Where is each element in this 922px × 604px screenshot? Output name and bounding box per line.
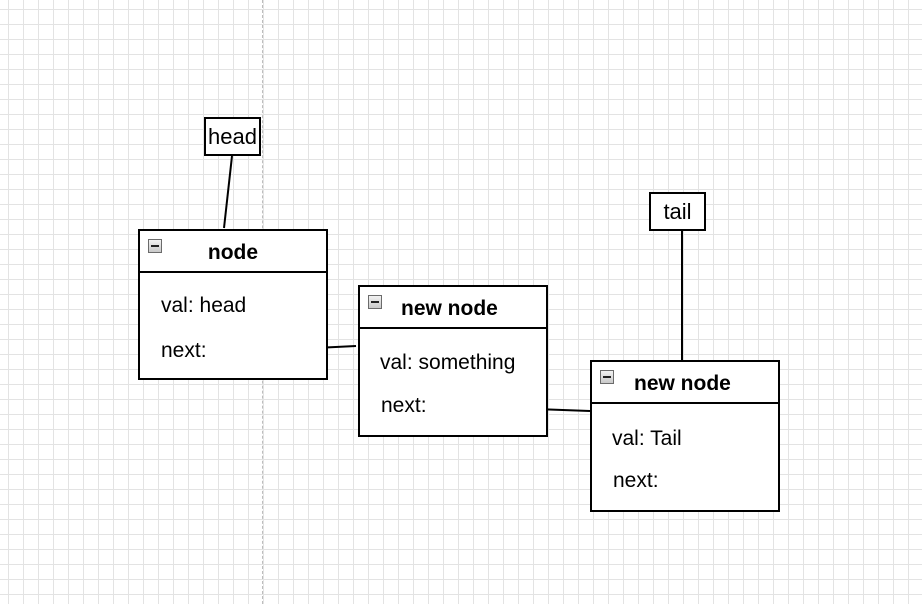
- head-label-text: head: [208, 123, 257, 149]
- node-header[interactable]: node: [140, 231, 326, 273]
- node-box-middle[interactable]: new node val: something next:: [358, 285, 548, 437]
- node-next-field: next:: [161, 339, 207, 362]
- node-val-field: val: Tail: [612, 427, 682, 450]
- node-title: new node: [634, 372, 731, 395]
- node-val-field: val: head: [161, 294, 247, 317]
- head-label-box[interactable]: head: [204, 117, 261, 156]
- collapse-minus-icon[interactable]: [600, 370, 614, 384]
- head-pointer-line[interactable]: [223, 155, 233, 229]
- node-val-field: val: something: [380, 351, 516, 374]
- node-header[interactable]: new node: [592, 362, 778, 404]
- node-title: node: [207, 241, 259, 264]
- node-header[interactable]: new node: [360, 287, 546, 329]
- node-next-field: next:: [381, 394, 427, 417]
- collapse-minus-icon[interactable]: [148, 239, 162, 253]
- tail-label-text: tail: [663, 198, 692, 224]
- node-box-head[interactable]: node val: head next:: [138, 229, 328, 380]
- collapse-minus-icon[interactable]: [368, 295, 382, 309]
- tail-label-box[interactable]: tail: [649, 192, 706, 231]
- node-next-field: next:: [613, 469, 659, 492]
- node-box-tail[interactable]: new node val: Tail next:: [590, 360, 780, 512]
- node-title: new node: [401, 297, 498, 320]
